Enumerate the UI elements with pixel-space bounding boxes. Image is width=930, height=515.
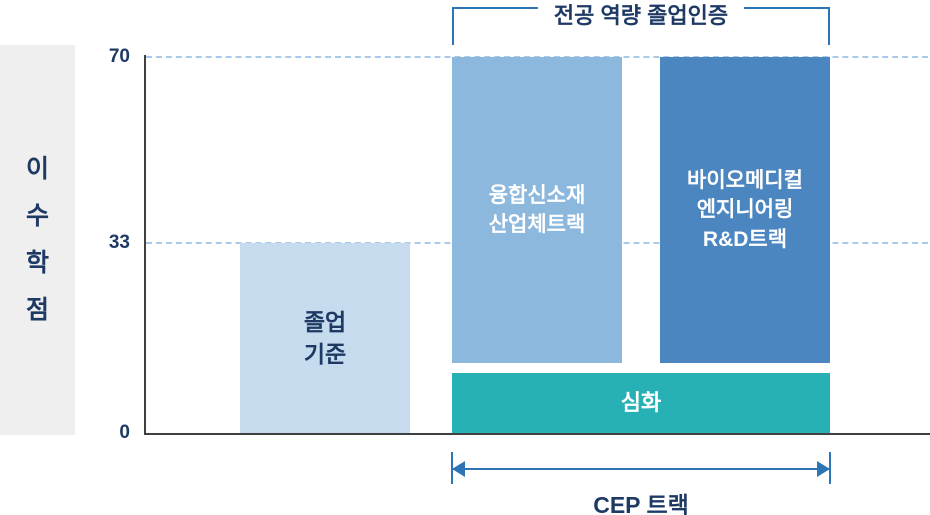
y-axis-unit-label: 이 수 학 점 [0, 45, 75, 435]
bar-track2-label: 바이오메디컬 엔지니어링 R&D트랙 [687, 166, 803, 254]
label-line: 융합신소재 [488, 183, 586, 207]
bar-track-advanced-materials: 융합신소재 산업체트랙 [452, 57, 622, 363]
top-bracket: 전공 역량 졸업인증 [452, 1, 830, 45]
y-axis-unit-char-1: 이 [25, 155, 49, 183]
y-axis-line [144, 55, 146, 435]
label-line: 기준 [303, 341, 347, 367]
bar-graduation-label: 졸업 기준 [304, 306, 346, 370]
top-bracket-label: 전공 역량 졸업인증 [537, 1, 745, 31]
y-tick-33: 33 [108, 232, 130, 253]
y-tick-70: 70 [108, 46, 130, 67]
arrow-head-right-icon [817, 461, 830, 477]
y-axis-unit-char-2: 수 [25, 202, 49, 230]
label-line: 바이오메디컬 [687, 168, 803, 192]
bar-graduation-requirement: 졸업 기준 [240, 243, 410, 433]
y-axis-unit-char-3: 학 [25, 249, 49, 277]
y-tick-0: 0 [119, 422, 130, 443]
label-line: 졸업 [303, 308, 347, 335]
x-axis-line [144, 433, 930, 435]
label-line: 산업체트랙 [488, 213, 586, 236]
y-axis-unit-char-4: 점 [25, 296, 49, 324]
bar-track1-label: 융합신소재 산업체트랙 [489, 181, 586, 240]
bar-intensive: 심화 [452, 373, 830, 433]
label-line: R&D트랙 [702, 227, 788, 251]
label-line: 엔지니어링 [696, 198, 794, 222]
bar-track-biomedical-rnd: 바이오메디컬 엔지니어링 R&D트랙 [660, 57, 830, 363]
bar-intensive-label: 심화 [620, 389, 662, 415]
cep-arrow-line [453, 468, 829, 470]
arrow-end-tick-right [829, 452, 831, 484]
cep-track-label: CEP 트랙 [593, 492, 689, 515]
arrow-head-left-icon [452, 461, 465, 477]
